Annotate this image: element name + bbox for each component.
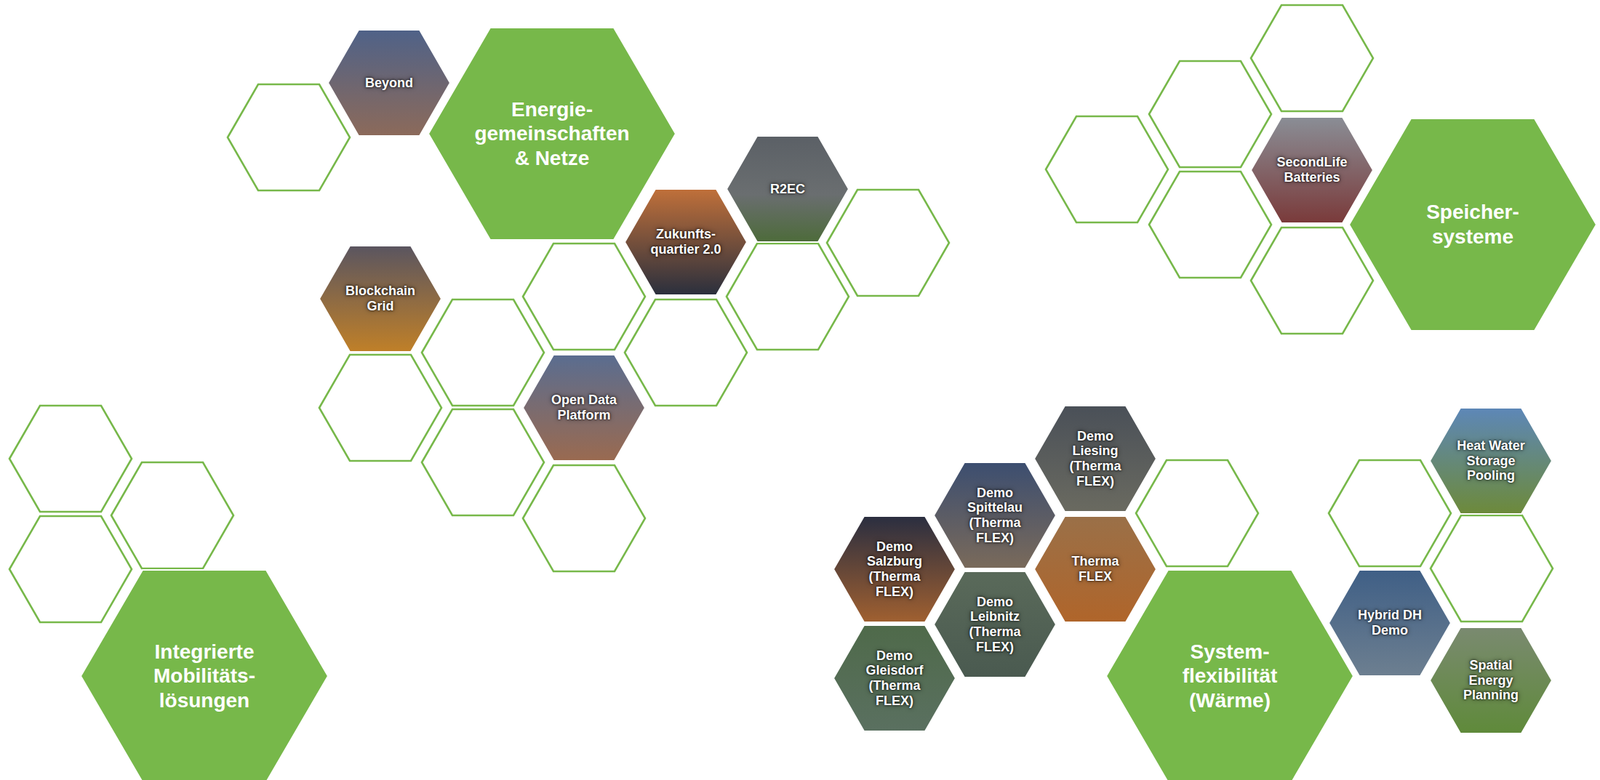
category-label: Speicher- systeme [1389, 200, 1557, 249]
project-label: Open Data Platform [544, 392, 624, 423]
project-hexagon: Demo Salzburg (Therma FLEX) [833, 516, 956, 623]
hexagon-outline [1328, 570, 1451, 677]
project-hexagon: Demo Spittelau (Therma FLEX) [933, 462, 1056, 569]
hexagon-outline [933, 462, 1056, 569]
hexagon-outline [428, 27, 676, 240]
hexagon-outline [1250, 117, 1374, 224]
project-hexagon: Demo Leibnitz (Therma FLEX) [933, 571, 1056, 678]
category-hexagon: Energie- gemeinschaften & Netze [428, 27, 676, 240]
project-hexagon: Beyond [328, 29, 451, 136]
hexagon-outline [328, 29, 451, 136]
project-hexagon: Open Data Platform [522, 354, 646, 462]
project-label: R2EC [770, 181, 806, 198]
hexagon-outline [80, 570, 328, 780]
category-hexagon: Integrierte Mobilitäts- lösungen [80, 570, 328, 780]
hexagon-outline [933, 571, 1056, 678]
hexagon-outline [833, 516, 956, 623]
hexagon-outline [1429, 408, 1552, 515]
project-label: Demo Leibnitz (Therma FLEX) [955, 594, 1035, 656]
project-hexagon: Therma FLEX [1034, 516, 1157, 623]
project-label: Zukunfts- quartier 2.0 [646, 226, 726, 257]
project-hexagon: SecondLife Batteries [1250, 117, 1374, 224]
project-hexagon: Demo Liesing (Therma FLEX) [1034, 405, 1157, 512]
hexagon-outline [1429, 627, 1552, 734]
category-hexagon: System- flexibilität (Wärme) [1106, 570, 1354, 780]
project-label: Blockchain Grid [341, 283, 420, 314]
project-hexagon: Zukunfts- quartier 2.0 [624, 189, 747, 296]
hexagon-outline [624, 189, 747, 296]
project-label: Therma FLEX [1056, 554, 1135, 584]
category-label: Integrierte Mobilitäts- lösungen [120, 640, 288, 714]
hexagon-outline [1106, 570, 1354, 780]
hexagon-outline [726, 136, 849, 243]
project-label: Demo Spittelau (Therma FLEX) [955, 485, 1035, 547]
project-hexagon: Heat Water Storage Pooling [1429, 408, 1552, 515]
category-label: Energie- gemeinschaften & Netze [468, 97, 636, 171]
category-hexagon: Speicher- systeme [1349, 118, 1597, 331]
project-hexagon: Spatial Energy Planning [1429, 627, 1552, 734]
project-label: Hybrid DH Demo [1350, 608, 1430, 638]
project-label: SecondLife Batteries [1272, 154, 1352, 185]
project-label: Beyond [365, 75, 414, 91]
project-label: Spatial Energy Planning [1451, 658, 1531, 704]
project-hexagon: Hybrid DH Demo [1328, 570, 1451, 677]
hexagon-outline [1349, 118, 1597, 331]
project-label: Demo Gleisdorf (Therma FLEX) [855, 648, 934, 710]
hexagon-shape [1349, 118, 1597, 331]
category-label: System- flexibilität (Wärme) [1146, 640, 1314, 714]
hexagon-outline [1034, 405, 1157, 512]
hexagon-outline [522, 354, 646, 462]
project-hexagon: R2EC [726, 136, 849, 243]
project-label: Demo Liesing (Therma FLEX) [1056, 429, 1135, 490]
project-label: Heat Water Storage Pooling [1451, 438, 1531, 484]
hexagon-outline [319, 245, 442, 352]
project-label: Demo Salzburg (Therma FLEX) [855, 539, 934, 600]
hexagon-outline [1034, 516, 1157, 623]
project-hexagon: Demo Gleisdorf (Therma FLEX) [833, 625, 956, 732]
project-hexagon: Blockchain Grid [319, 245, 442, 352]
hexagon-outline [833, 625, 956, 732]
